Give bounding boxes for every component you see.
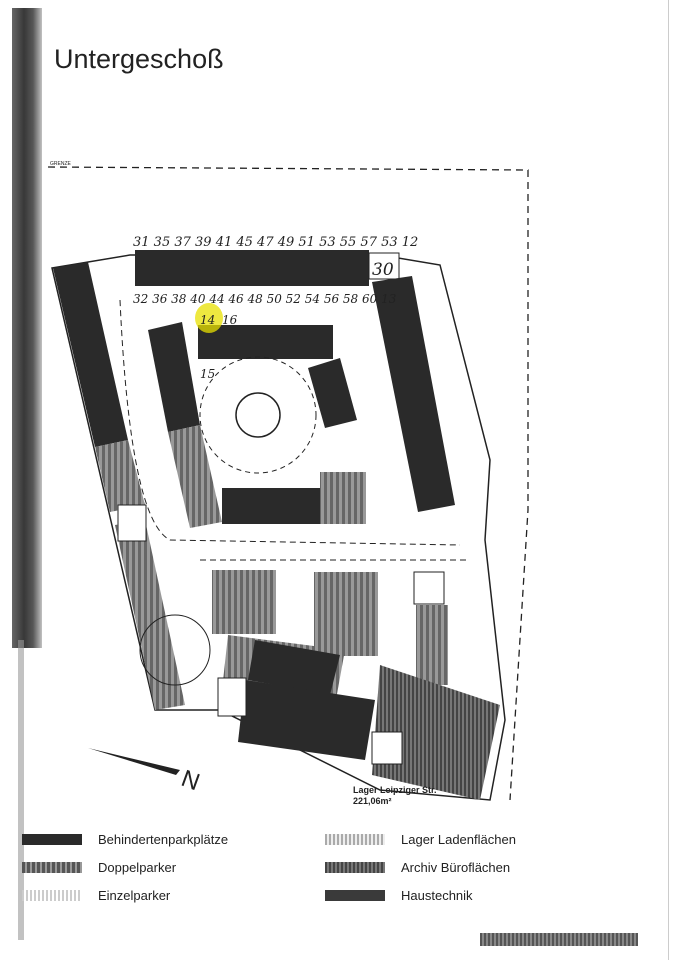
parking-lower-mid [212, 570, 276, 634]
legend-swatch [22, 834, 82, 845]
handwritten-numbers-top: 31 35 37 39 41 45 47 49 51 53 55 57 53 1… [133, 235, 418, 250]
legend-item-behindertenparkplaetze: Behindertenparkplätze [22, 832, 228, 847]
parking-top-row [135, 250, 369, 286]
legend-item-doppelparker: Doppelparker [22, 860, 176, 875]
stair-left [117, 504, 147, 542]
parking-inner-left-double [168, 425, 222, 528]
handwritten-30: 30 [372, 260, 394, 280]
parking-left-dark [53, 262, 128, 447]
stair-right [413, 571, 445, 605]
legend-label: Haustechnik [401, 888, 473, 903]
north-arrow-icon [88, 748, 180, 775]
footer-bar [480, 933, 638, 946]
boundary-label: GRENZE [50, 161, 72, 167]
legend-label: Archiv Büroflächen [401, 860, 511, 875]
legend-label: Einzelparker [98, 888, 171, 903]
scan-shadow [18, 640, 24, 940]
parking-inner-bottom [222, 488, 320, 524]
ramp-spiral [199, 356, 317, 474]
parking-double-block [320, 472, 366, 524]
archiv-block [248, 640, 340, 695]
haustechnik-block [238, 680, 375, 760]
legend-swatch [325, 890, 385, 901]
legend-item-haustechnik: Haustechnik [325, 888, 473, 903]
handwritten-numbers-bottom: 32 36 38 40 44 46 48 50 52 54 56 58 60 1… [133, 292, 397, 306]
legend-item-archiv: Archiv Büroflächen [325, 860, 510, 875]
storage-area: 221,06m² [353, 796, 392, 806]
scan-shadow [12, 8, 42, 648]
legend-swatch [22, 862, 82, 873]
parking-inner-top [198, 325, 333, 359]
ramp-core [235, 392, 281, 438]
handwritten-15: 15 [200, 367, 215, 381]
handwritten-14: 14 [200, 313, 215, 327]
storage-label: Lager Leipziger Str. [353, 785, 437, 795]
north-label: N [178, 765, 204, 796]
legend-swatch [22, 890, 82, 901]
page-title: Untergeschoß [54, 44, 224, 74]
highlight-marker [195, 303, 223, 333]
handwritten-16: 16 [222, 313, 238, 327]
parking-right-dark [372, 276, 455, 512]
parking-left-double [95, 440, 145, 512]
property-boundary [47, 166, 529, 801]
legend-label: Lager Ladenflächen [401, 832, 516, 847]
legend-item-einzelparker: Einzelparker [22, 888, 170, 903]
legend-item-lager: Lager Ladenflächen [325, 832, 516, 847]
parking-inner-right [308, 358, 357, 428]
parking-lower-right [416, 605, 448, 685]
parking-inner-left [148, 322, 200, 432]
lager-leipziger [372, 665, 500, 800]
box-30 [368, 252, 400, 280]
page-edge [668, 0, 669, 960]
legend-label: Behindertenparkplätze [98, 832, 229, 847]
legend-label: Doppelparker [98, 860, 177, 875]
parking-lower-mid2 [314, 572, 378, 656]
parking-lower-left [115, 520, 185, 710]
legend-swatch [325, 862, 385, 873]
legend-swatch [325, 834, 385, 845]
